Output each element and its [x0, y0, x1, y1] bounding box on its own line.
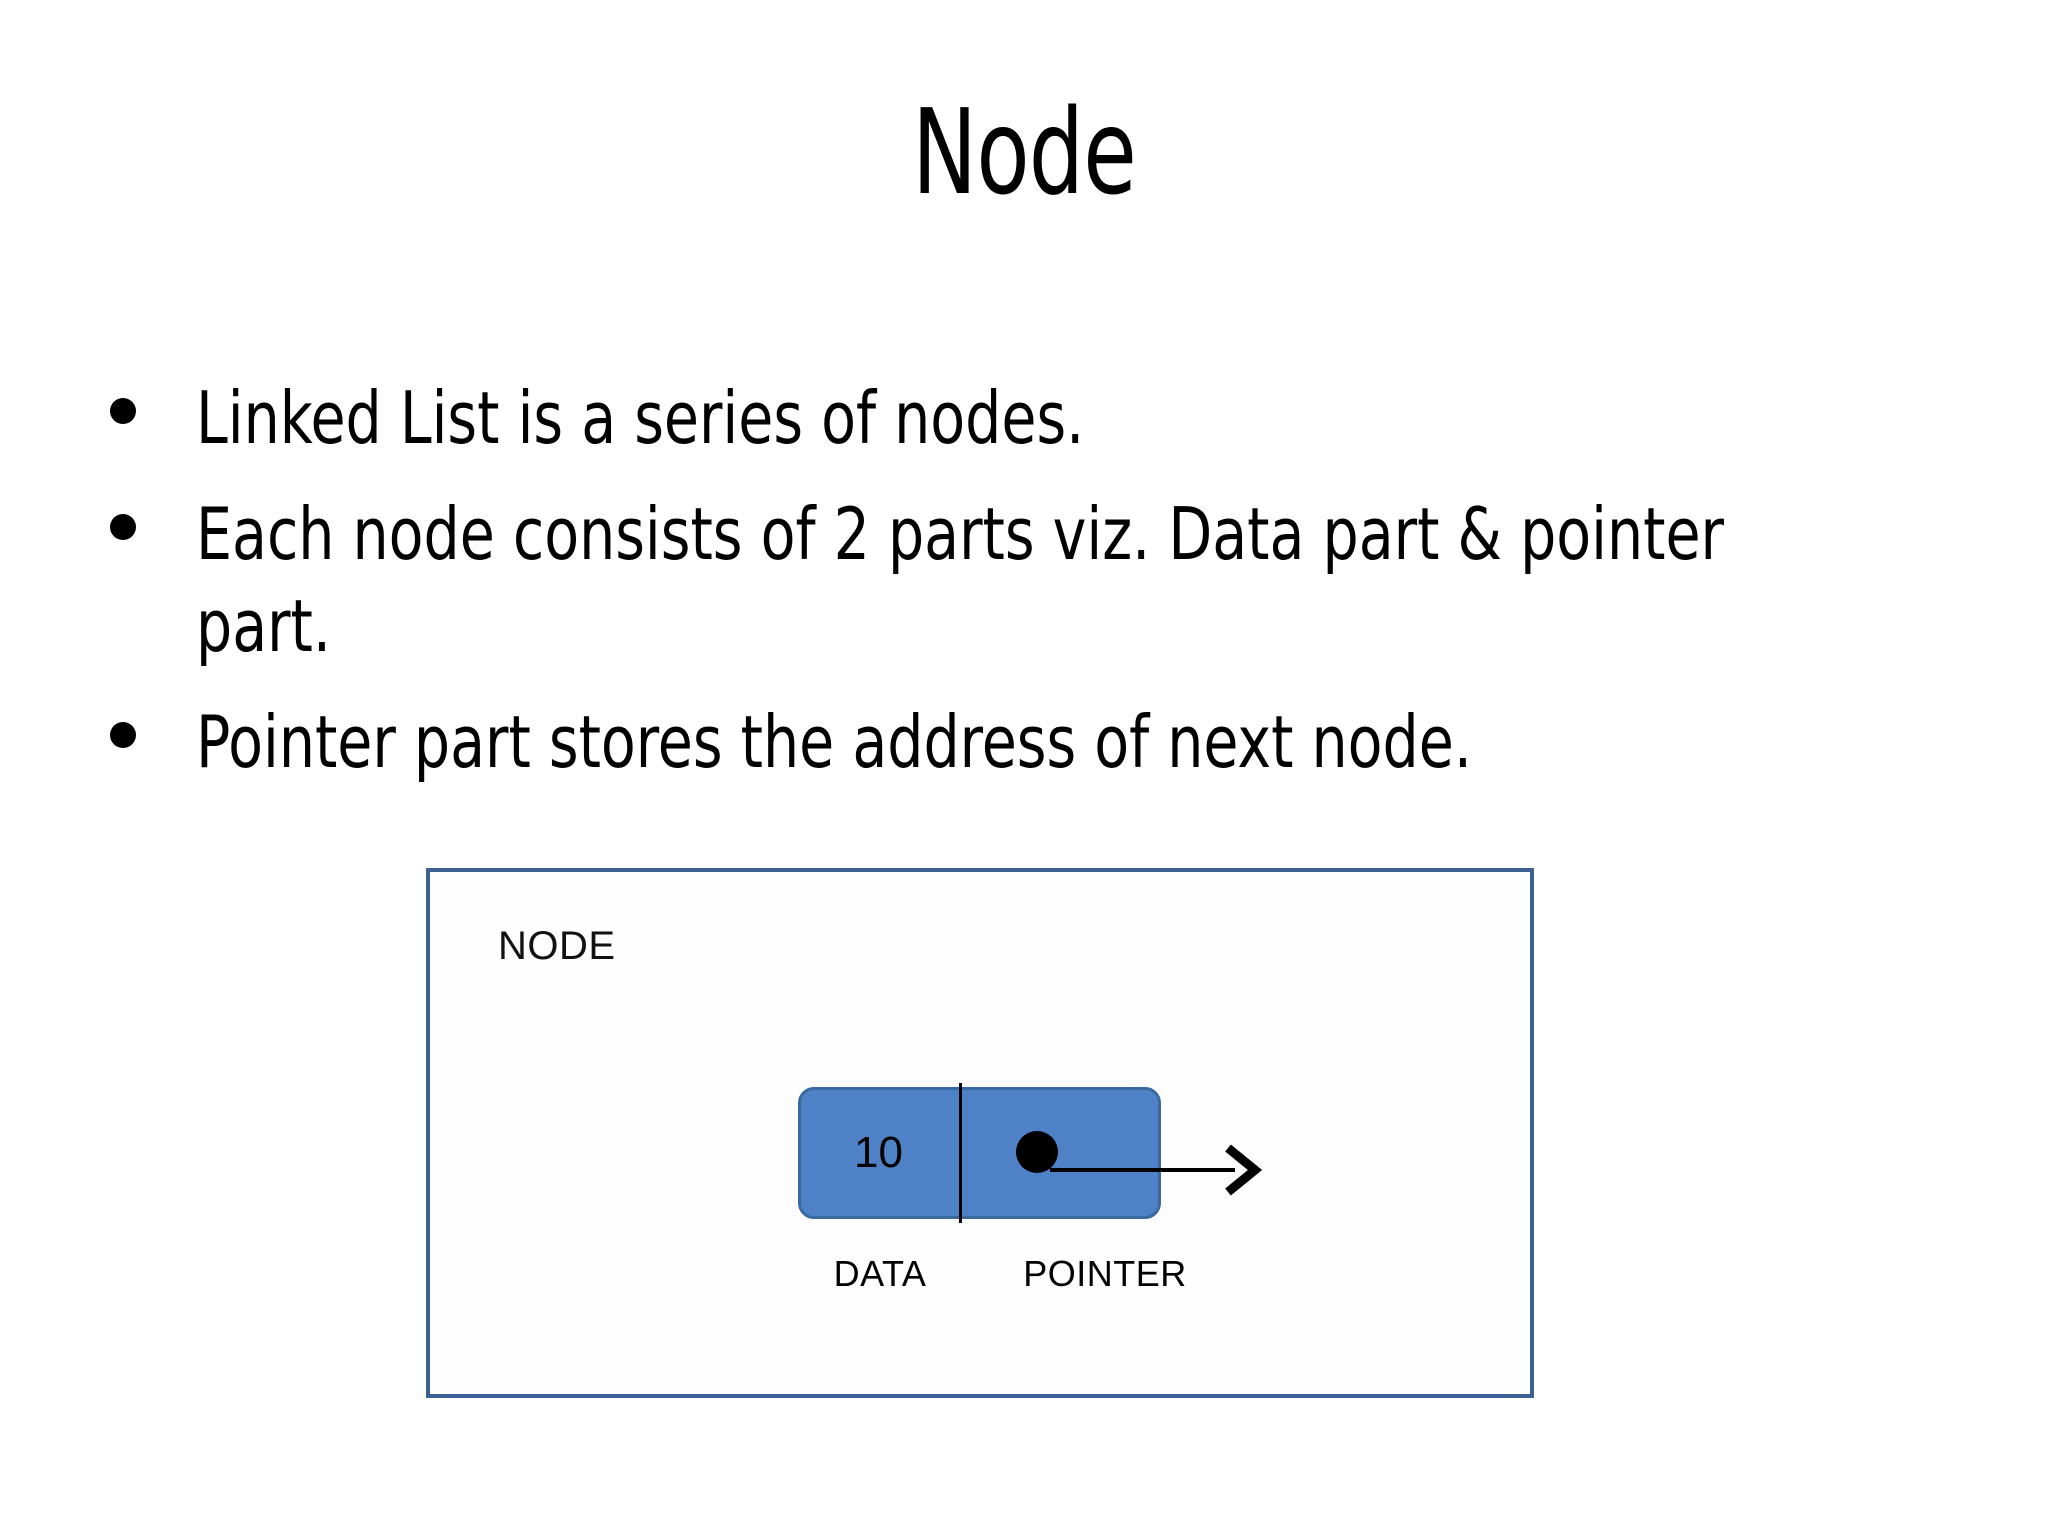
- node-divider-line: [959, 1083, 962, 1223]
- diagram-caption-node: NODE: [498, 924, 616, 968]
- bullet-list: Linked List is a series of nodes. Each n…: [110, 372, 1990, 812]
- bullet-dot-icon: [110, 514, 136, 540]
- part-label-data: DATA: [833, 1253, 927, 1294]
- bullet-dot-icon: [110, 722, 136, 748]
- pointer-dot-icon: [1016, 1131, 1058, 1173]
- list-item: Each node consists of 2 parts viz. Data …: [110, 488, 1990, 672]
- part-label-pointer: POINTER: [1023, 1253, 1187, 1294]
- node-data-value: 10: [854, 1128, 903, 1177]
- bullet-text: Pointer part stores the address of next …: [196, 700, 1472, 784]
- node-diagram-frame: NODE 10 DATA POINTER: [426, 868, 1534, 1398]
- bullet-text: Linked List is a series of nodes.: [196, 376, 1085, 460]
- page-title: Node: [912, 83, 1137, 221]
- node-rectangle: [798, 1087, 1161, 1219]
- pointer-arrow-icon: [1050, 1144, 1263, 1196]
- bullet-dot-icon: [110, 398, 136, 424]
- bullet-text: Each node consists of 2 parts viz. Data …: [196, 492, 1724, 668]
- list-item: Pointer part stores the address of next …: [110, 696, 1990, 788]
- node-shape: 10: [798, 1083, 1161, 1223]
- list-item: Linked List is a series of nodes.: [110, 372, 1990, 464]
